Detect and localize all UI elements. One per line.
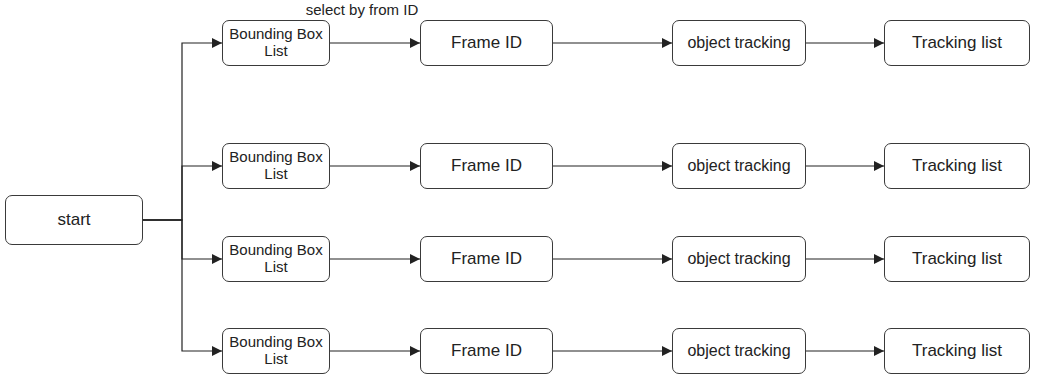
process-box: Bounding Box List [222,328,330,374]
process-box: Tracking list [884,20,1030,66]
box-label: object tracking [687,34,790,52]
box-label: object tracking [687,342,790,360]
box-label: Frame ID [451,249,522,268]
arrow-connector [330,258,420,259]
arrow-connector [806,42,884,43]
process-box: Frame ID [420,20,553,66]
box-label: Bounding Box List [223,149,329,183]
process-box: Bounding Box List [222,143,330,189]
arrow-connector [553,350,672,351]
process-box: object tracking [672,236,806,282]
arrow-connector [330,42,420,43]
box-label: object tracking [687,250,790,268]
process-box: object tracking [672,20,806,66]
start-box: start [5,195,143,245]
process-box: Bounding Box List [222,236,330,282]
arrow-connector [330,165,420,166]
arrow-connector [553,165,672,166]
box-label: Bounding Box List [223,334,329,368]
process-box: Frame ID [420,236,553,282]
arrow-connector [806,350,884,351]
arrow-connector [143,166,222,220]
box-label: Bounding Box List [223,242,329,276]
box-label: Bounding Box List [223,26,329,60]
process-box: Tracking list [884,143,1030,189]
box-label: Tracking list [912,341,1002,360]
box-label: Tracking list [912,249,1002,268]
process-box: Bounding Box List [222,20,330,66]
process-box: Tracking list [884,236,1030,282]
box-label: Tracking list [912,33,1002,52]
edge-label: select by from ID [304,1,421,18]
arrow-connector [806,258,884,259]
process-box: Frame ID [420,328,553,374]
box-label: object tracking [687,157,790,175]
arrow-connector [553,258,672,259]
box-label: Frame ID [451,33,522,52]
process-box: Frame ID [420,143,553,189]
box-label: Frame ID [451,341,522,360]
box-label: Frame ID [451,156,522,175]
process-box: object tracking [672,328,806,374]
process-box: object tracking [672,143,806,189]
arrow-connector [553,42,672,43]
process-box: Tracking list [884,328,1030,374]
arrow-connector [806,165,884,166]
arrow-connector [143,220,222,351]
arrow-connector [143,43,222,220]
arrow-connector [330,350,420,351]
box-label: Tracking list [912,156,1002,175]
box-label: start [57,210,90,229]
